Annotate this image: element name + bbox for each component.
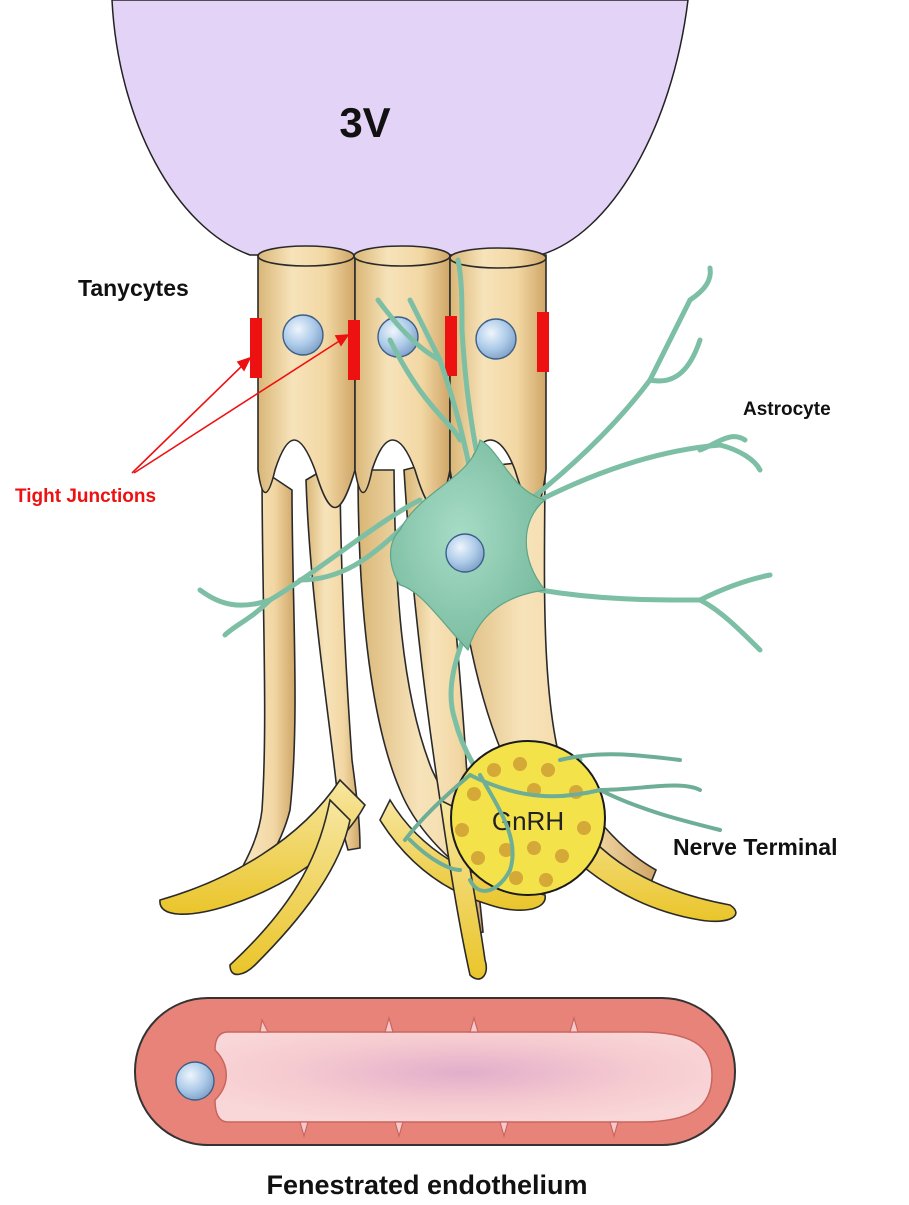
vesicle <box>455 823 469 837</box>
vesicle <box>555 849 569 863</box>
tight-junction-bar <box>537 312 549 372</box>
vesicle <box>487 763 501 777</box>
astrocyte-nucleus <box>446 534 484 572</box>
vesicle <box>471 851 485 865</box>
gnrh-nerve-terminal: GnRH <box>451 741 605 895</box>
vesicle <box>577 821 591 835</box>
tanycytes-label: Tanycytes <box>78 275 189 301</box>
fenestrated-endothelium <box>135 998 735 1145</box>
nucleus <box>476 319 516 359</box>
vesicle <box>513 757 527 771</box>
nucleus <box>283 315 323 355</box>
vesicle <box>467 787 481 801</box>
endothelial-nucleus <box>176 1062 214 1100</box>
vesicle <box>541 763 555 777</box>
third-ventricle <box>112 0 688 255</box>
tight-junction-bar <box>348 320 360 380</box>
ventricle-label: 3V <box>339 99 390 146</box>
nerve-terminal-label: Nerve Terminal <box>673 834 837 860</box>
vesicle <box>527 841 541 855</box>
tight-junction-bar <box>250 318 262 378</box>
tight-junctions-label: Tight Junctions <box>15 486 156 507</box>
endothelium-label: Fenestrated endothelium <box>266 1170 587 1200</box>
astrocyte-label: Astrocyte <box>743 399 831 420</box>
vesicle <box>509 871 523 885</box>
tight-junction-bar <box>445 316 457 376</box>
vesicle <box>539 873 553 887</box>
endothelium-lumen <box>215 1032 712 1122</box>
